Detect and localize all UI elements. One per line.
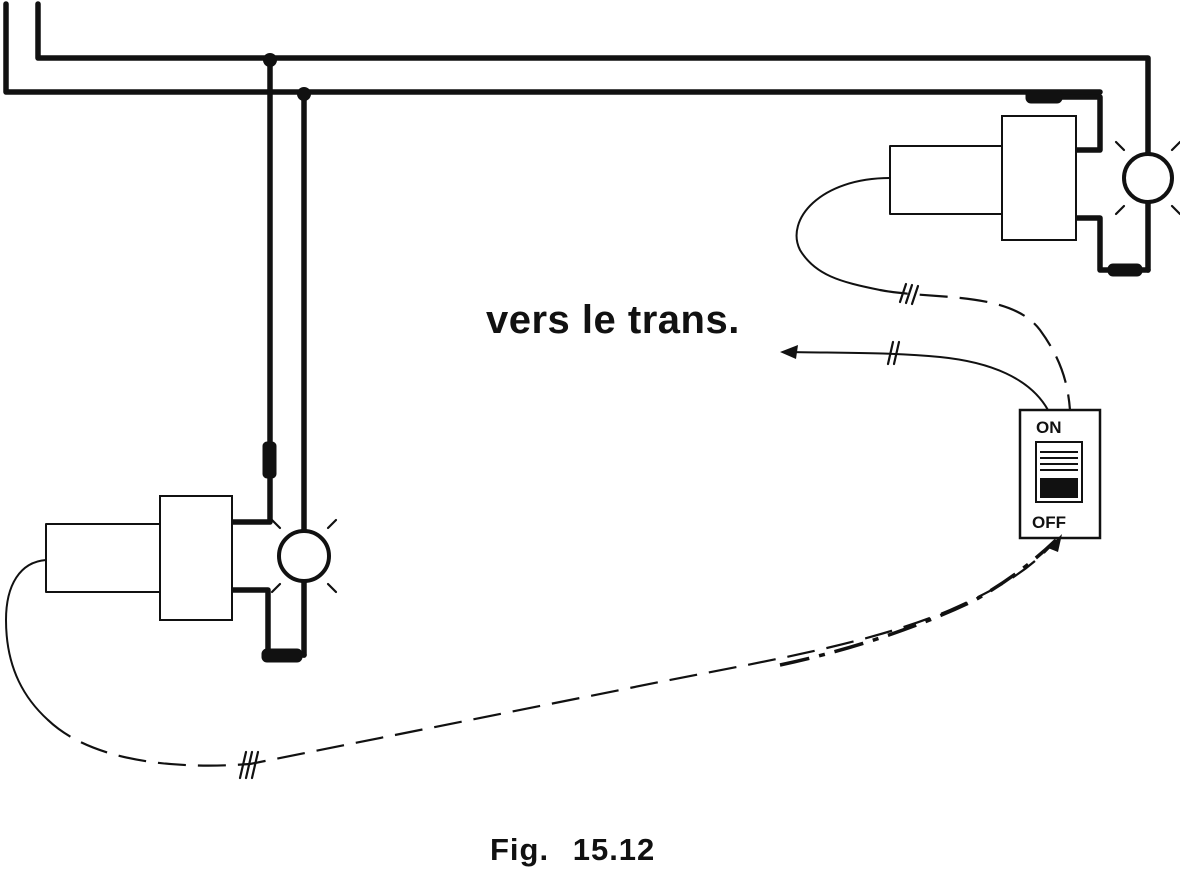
unit-body-large xyxy=(159,495,233,621)
unit-body-large xyxy=(1001,115,1077,241)
lower-cable-solid xyxy=(4,559,49,721)
drop-wire-left xyxy=(229,55,273,525)
lamp-ray xyxy=(326,582,338,594)
upper-right-unit xyxy=(889,115,1077,241)
cable-tick xyxy=(886,340,895,366)
lamp-ray xyxy=(270,582,282,594)
arrow-head xyxy=(1048,534,1062,552)
cable-tick xyxy=(898,282,908,304)
lamp-ray xyxy=(1114,140,1126,152)
switch-on-label: ON xyxy=(1036,418,1062,437)
cable-tick xyxy=(904,283,914,305)
supply-rail-inner xyxy=(3,1,1103,95)
inline-fuse xyxy=(262,441,277,479)
toggle-switch: ON OFF xyxy=(1018,408,1102,540)
upper-cable-dashed xyxy=(879,288,1072,411)
lower-cable-heavy xyxy=(779,538,1058,667)
inline-fuse xyxy=(1107,263,1143,277)
unit-body-small xyxy=(889,145,1002,215)
lamp-ray xyxy=(1170,204,1180,216)
cable-tick xyxy=(238,750,248,780)
inline-fuse xyxy=(1025,89,1063,104)
cable-tick xyxy=(244,750,254,780)
figure-caption: Fig. 15.12 xyxy=(490,832,656,867)
lamp-ray xyxy=(1114,204,1126,216)
upper-unit-return xyxy=(1073,215,1151,273)
upper-unit-supply xyxy=(1057,94,1103,153)
lamp-icon xyxy=(277,529,331,583)
unit-body-small xyxy=(45,523,160,593)
junction-node xyxy=(263,53,277,67)
lower-unit-return xyxy=(229,587,307,658)
lower-lamp xyxy=(270,518,338,594)
lamp-ray xyxy=(270,518,282,530)
upper-lamp xyxy=(1114,140,1180,216)
lower-left-unit xyxy=(45,495,233,621)
transformer-cable xyxy=(791,351,1049,411)
cable-tick xyxy=(910,284,920,306)
arrow-head xyxy=(780,345,798,359)
cable-tick xyxy=(250,750,260,780)
transformer-callout: vers le trans. xyxy=(486,298,740,342)
cable-tick xyxy=(892,340,901,366)
switch-lever xyxy=(1040,478,1078,498)
supply-rail-outer xyxy=(35,1,1151,273)
upper-cable-solid xyxy=(795,177,891,291)
inline-fuse xyxy=(261,648,303,663)
lamp-ray xyxy=(326,518,338,530)
lamp-ray xyxy=(1170,140,1180,152)
junction-node xyxy=(297,87,311,101)
switch-off-label: OFF xyxy=(1032,513,1066,532)
lamp-icon xyxy=(1122,152,1174,204)
